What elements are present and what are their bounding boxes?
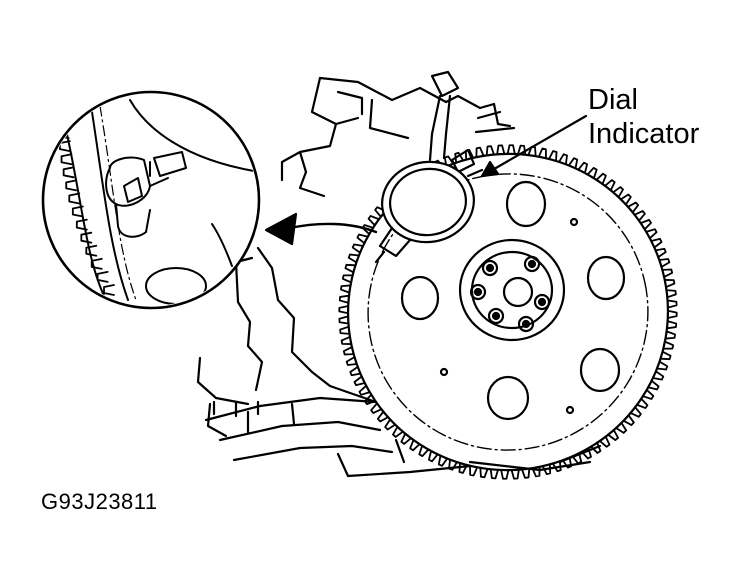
engine-block	[196, 76, 602, 478]
magnify-arrowhead	[264, 212, 298, 246]
callout-label-dial: Dial	[588, 84, 638, 116]
magnified-detail	[41, 90, 261, 310]
magnify-arrow	[288, 222, 378, 234]
flywheel-body	[346, 152, 670, 472]
flywheel-hub	[439, 217, 579, 415]
dial-indicator	[374, 160, 484, 264]
callout-label-indicator: Indicator	[588, 118, 700, 150]
callout-arrowhead	[480, 160, 500, 178]
figure-code: G93J23811	[41, 489, 158, 514]
callout-leader	[480, 114, 588, 178]
indicator-stand	[428, 70, 516, 174]
flywheel-reference-circle	[367, 173, 649, 451]
